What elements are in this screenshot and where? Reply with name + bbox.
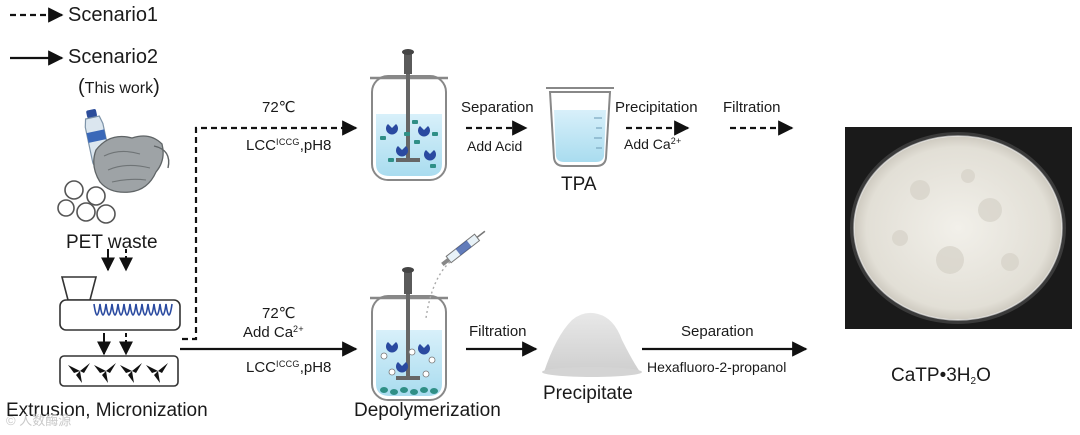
extrusion-micronization-label: Extrusion, Micronization — [6, 400, 208, 421]
lower-filtration-label: Filtration — [469, 323, 527, 340]
legend-scenario2-label: Scenario2 — [68, 46, 159, 68]
legend-scenario1-label: Scenario1 — [68, 4, 159, 26]
legend-this-work-label: (This work) — [78, 76, 160, 98]
lower-separation-label: Separation — [681, 323, 754, 340]
solvent-label: Hexafluoro-2-propanol — [647, 359, 787, 375]
upper-add-acid-label: Add Acid — [467, 138, 523, 154]
depolymerization-label: Depolymerization — [354, 400, 501, 421]
product-dish-photo — [845, 127, 1072, 329]
pet-waste-illustration — [57, 109, 170, 224]
upper-filtration-label: Filtration — [723, 99, 781, 116]
upper-temperature-label: 72℃ — [262, 99, 296, 116]
product-label: CaTP•3H2O — [891, 365, 991, 387]
upper-precipitation-label: Precipitation — [615, 99, 698, 116]
tpa-beaker — [546, 87, 614, 167]
extruder-illustration — [59, 276, 181, 331]
pet-waste-label: PET waste — [66, 232, 158, 253]
lower-temperature-label: 72℃ — [262, 305, 296, 322]
precipitate-label: Precipitate — [543, 383, 633, 404]
upper-add-ca-label: Add Ca2+ — [624, 136, 682, 152]
micronization-box — [59, 355, 179, 387]
tpa-label: TPA — [561, 174, 597, 195]
watermark-text: © 人数酶源 — [6, 413, 72, 428]
precipitate-heap — [542, 312, 642, 377]
lower-reactor — [370, 230, 486, 401]
scenario1-route-arrow — [182, 120, 358, 341]
upper-enzyme-label: LCCICCG,pH8 — [246, 137, 332, 154]
upper-separation-label: Separation — [461, 99, 534, 116]
lower-add-ca-label: Add Ca2+ — [243, 324, 304, 341]
lower-enzyme-label: LCCICCG,pH8 — [246, 359, 332, 376]
upper-reactor — [370, 49, 448, 181]
